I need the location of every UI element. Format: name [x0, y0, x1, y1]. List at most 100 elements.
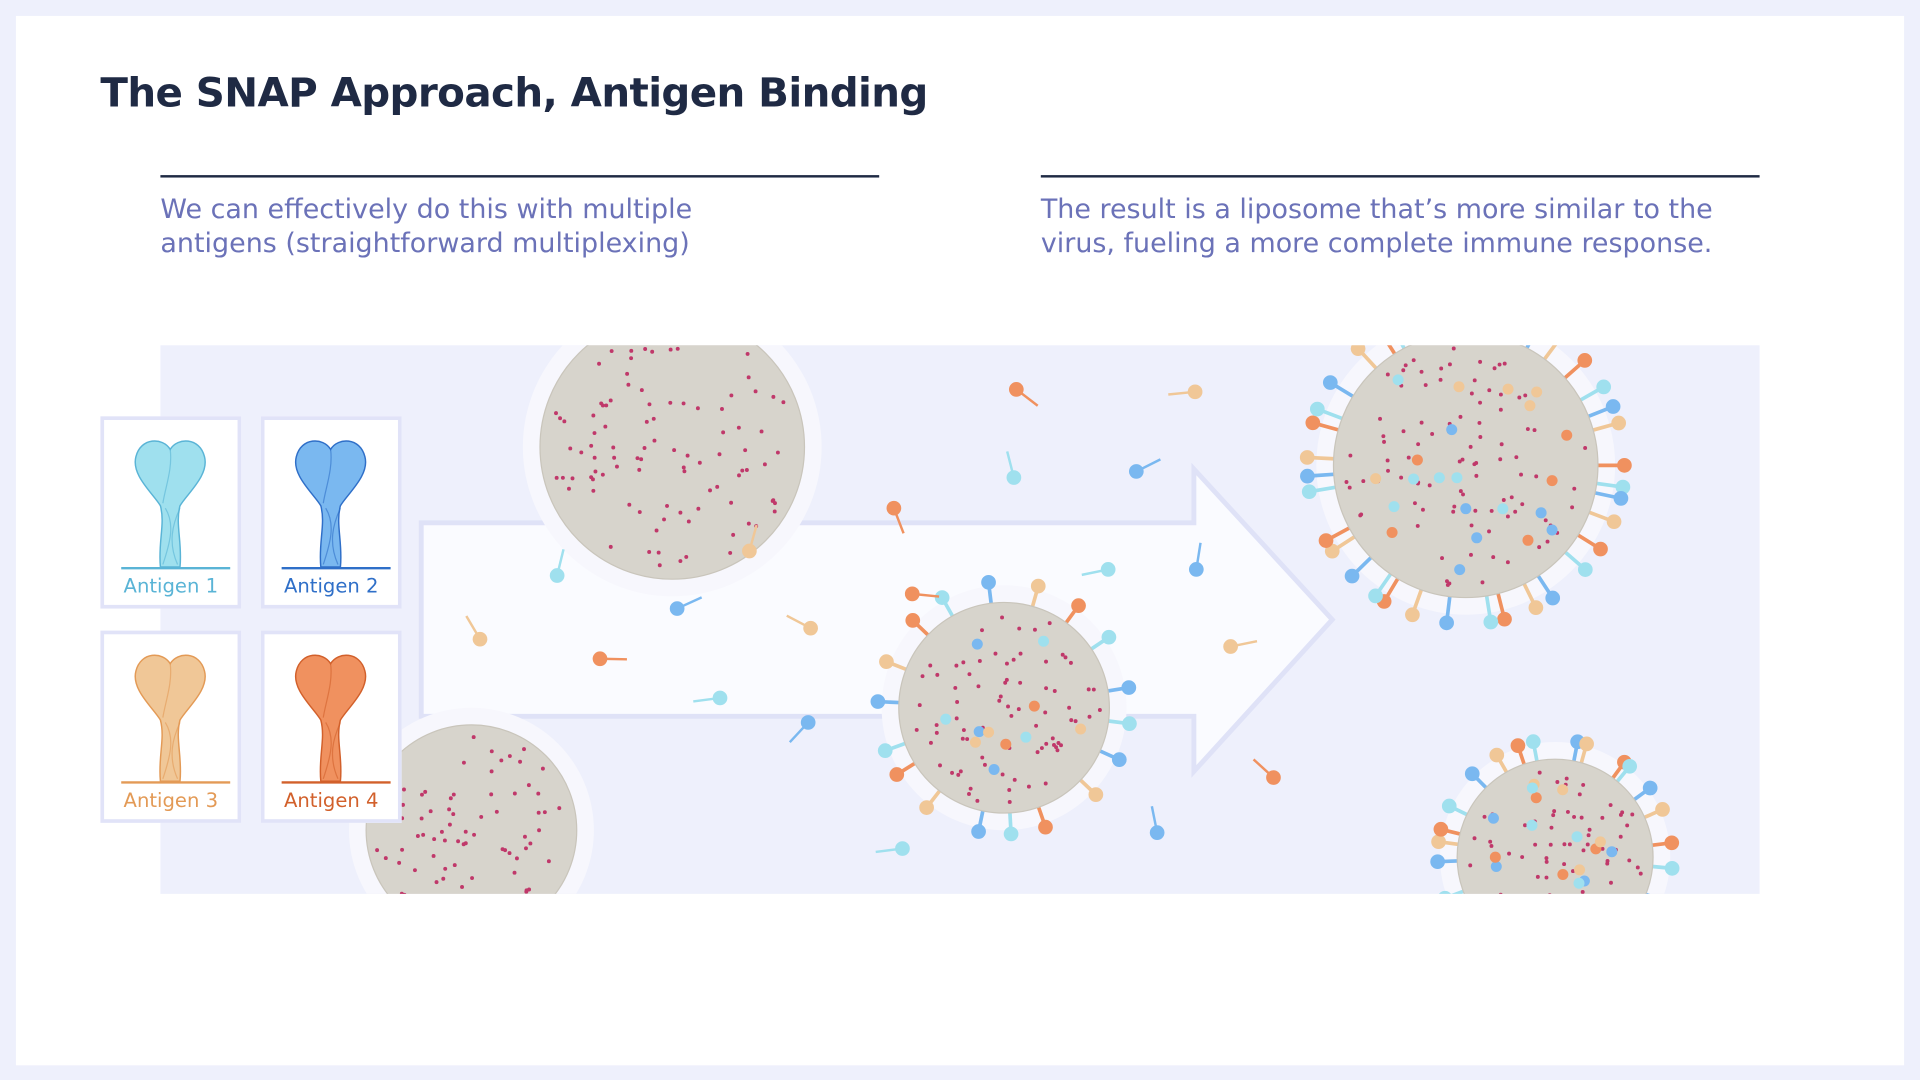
lipid-dot [668, 347, 673, 352]
lipid-dot [447, 822, 452, 827]
lipid-dot [1399, 475, 1404, 480]
lipid-dot [401, 802, 405, 807]
lipid-dot [1520, 502, 1525, 507]
lipid-dot [1635, 865, 1640, 870]
lipid-dot [1439, 366, 1444, 371]
lipid-dot [1482, 814, 1487, 819]
lipid-dot [1498, 892, 1503, 894]
lipid-dot [501, 900, 505, 904]
lipid-dot [1382, 439, 1386, 444]
lipid-dot [423, 789, 428, 794]
antigen-head [1373, 324, 1388, 339]
lipid-dot [671, 337, 675, 341]
lipid-dot [1608, 803, 1613, 808]
lipid-dot [597, 361, 601, 366]
bound-antigen [1388, 501, 1400, 513]
antigen-head [1439, 615, 1454, 631]
antigen-1-icon [121, 440, 231, 570]
lipid-dot [1537, 545, 1542, 550]
antigen-head [1305, 415, 1321, 431]
free-antigen [1187, 384, 1203, 400]
lipid-dot [1451, 509, 1456, 514]
lipid-dot [589, 443, 594, 448]
lipid-dot [1385, 458, 1390, 463]
lipid-dot [1590, 897, 1594, 901]
lipid-dot [721, 430, 726, 435]
lipid-dot [682, 469, 687, 474]
lipid-dot [1469, 523, 1474, 528]
lipid-dot [668, 400, 673, 405]
lipid-dot [441, 876, 446, 881]
lipid-dot [1012, 777, 1017, 782]
lipid-dot [1440, 556, 1444, 561]
lipid-dot [1018, 680, 1023, 685]
liposome-body [898, 601, 1111, 814]
lipid-dot [1570, 505, 1575, 510]
bound-antigen [1446, 424, 1458, 436]
lipid-dot [1552, 925, 1556, 929]
lipid-dot [1605, 861, 1610, 866]
lipid-dot [1097, 708, 1102, 712]
antigen-head [1624, 939, 1639, 954]
liposome-bottom [349, 707, 594, 911]
lipid-dot [415, 907, 419, 911]
lipid-dot [997, 698, 1002, 703]
free-antigen [1008, 382, 1024, 397]
lipid-dot [1542, 894, 1546, 898]
lipid-dot [1581, 782, 1586, 787]
lipid-dot [1385, 372, 1390, 377]
lipid-dot [400, 847, 405, 852]
lipid-dot [524, 846, 528, 851]
lipid-dot [1480, 580, 1485, 585]
lipid-dot [1555, 780, 1560, 784]
lipid-dot [950, 770, 955, 775]
lipid-dot [1087, 714, 1092, 719]
lipid-dot [590, 477, 595, 482]
lipid-dot [1501, 498, 1506, 502]
lipid-dot [491, 895, 495, 899]
antigen-2-icon [281, 440, 391, 570]
lipid-dot [639, 457, 644, 462]
lipid-dot [736, 425, 741, 430]
lipid-dot [1537, 770, 1542, 775]
lipid-dot [681, 401, 686, 406]
lipid-dot [558, 416, 563, 421]
lipid-dot [1520, 855, 1525, 859]
antigen-head [1121, 680, 1137, 695]
lipid-dot [593, 469, 598, 474]
antigen-head [971, 824, 986, 839]
lipid-dot [1577, 792, 1582, 797]
lipid-dot [1625, 823, 1630, 828]
lipid-dot [1583, 446, 1588, 450]
lipid-dot [625, 371, 630, 376]
lipid-dot [1618, 897, 1622, 901]
lipid-dot [657, 563, 662, 568]
lipid-dot [1525, 427, 1530, 431]
lipid-dot [961, 660, 966, 665]
lipid-dot [1509, 495, 1514, 500]
lipid-dot [1063, 655, 1068, 660]
lipid-dot [507, 754, 512, 759]
lipid-dot [1600, 815, 1605, 820]
lipid-dot [685, 453, 690, 458]
antigen-stem [1463, 918, 1478, 930]
antigen-3-icon [121, 654, 231, 784]
lipid-dot [1474, 461, 1479, 465]
antigen-stem [1494, 941, 1504, 958]
lipid-dot [917, 703, 922, 708]
lipid-dot [1460, 457, 1465, 462]
lipid-dot [1548, 842, 1553, 847]
lipid-dot [958, 769, 963, 774]
bound-antigen [1594, 836, 1606, 848]
lipid-dot [554, 475, 559, 480]
lipid-dot [609, 349, 614, 353]
free-antigen [712, 690, 728, 706]
antigen-stem [1638, 909, 1655, 919]
lipid-dot [635, 456, 640, 461]
lipid-dot [1445, 582, 1450, 587]
lipid-dot [1412, 501, 1417, 506]
lipid-dot [686, 519, 691, 524]
lipid-dot [1545, 539, 1550, 544]
lipid-dot [993, 651, 998, 656]
lipid-dot [1059, 743, 1063, 748]
